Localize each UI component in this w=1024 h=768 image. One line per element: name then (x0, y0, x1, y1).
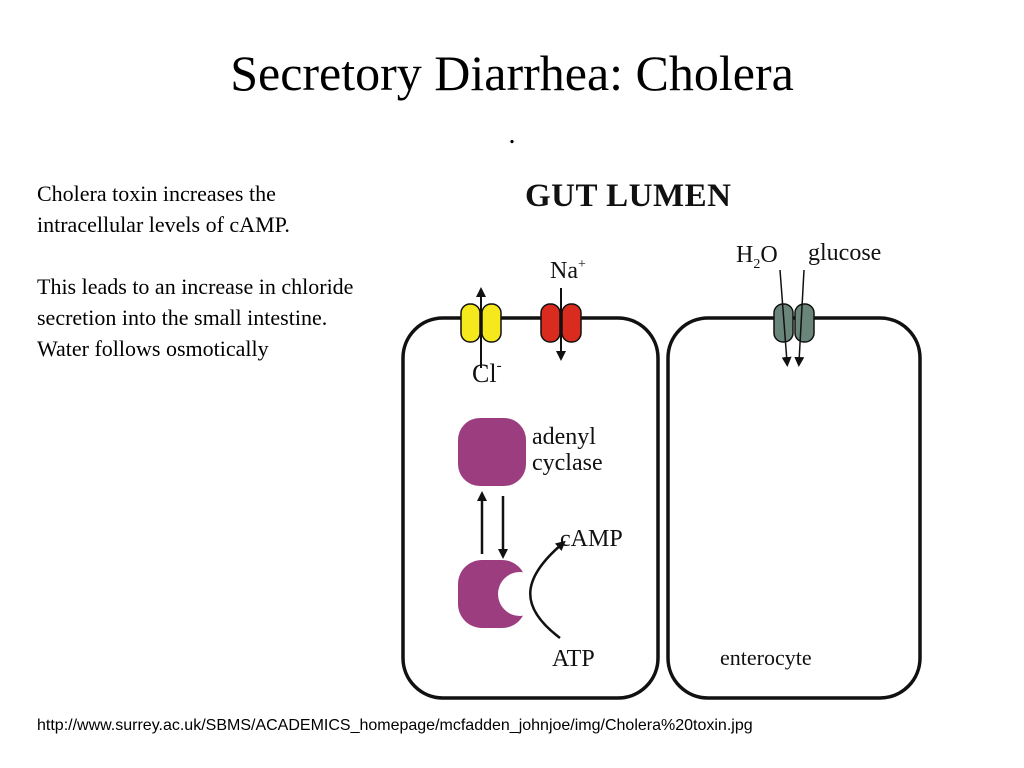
na-channel-icon (540, 288, 582, 361)
cholera-diagram: GUT LUMEN Cl- Na+ H2O glucose adenyl cyc… (401, 178, 922, 700)
title-dot: . (508, 119, 516, 150)
glucose-channel-icon (773, 269, 815, 367)
enterocyte-label: enterocyte (720, 645, 812, 670)
adenyl-cyclase-label: adenyl cyclase (532, 424, 603, 476)
cl-label: Cl- (472, 358, 502, 388)
enterocyte-cell (666, 316, 922, 700)
adenyl-cyclase-shape (458, 418, 526, 486)
glucose-label: glucose (808, 240, 881, 266)
paragraph-camp: Cholera toxin increases the intracellula… (37, 181, 290, 237)
cl-channel-icon (460, 287, 502, 368)
slide-title: Secretory Diarrhea: Cholera (230, 45, 794, 101)
body-text: Cholera toxin increases the intracellula… (37, 178, 382, 395)
atp-to-camp-arrow (529, 540, 566, 639)
secreting-cell (401, 316, 660, 700)
gut-lumen-label: GUT LUMEN (525, 178, 732, 214)
source-url: http://www.surrey.ac.uk/SBMS/ACADEMICS_h… (37, 717, 753, 734)
h2o-label: H2O (736, 242, 778, 272)
camp-label: cAMP (560, 526, 623, 552)
na-label: Na+ (550, 257, 586, 284)
paragraph-chloride: This leads to an increase in chloride se… (37, 274, 354, 361)
atp-label: ATP (552, 646, 595, 672)
